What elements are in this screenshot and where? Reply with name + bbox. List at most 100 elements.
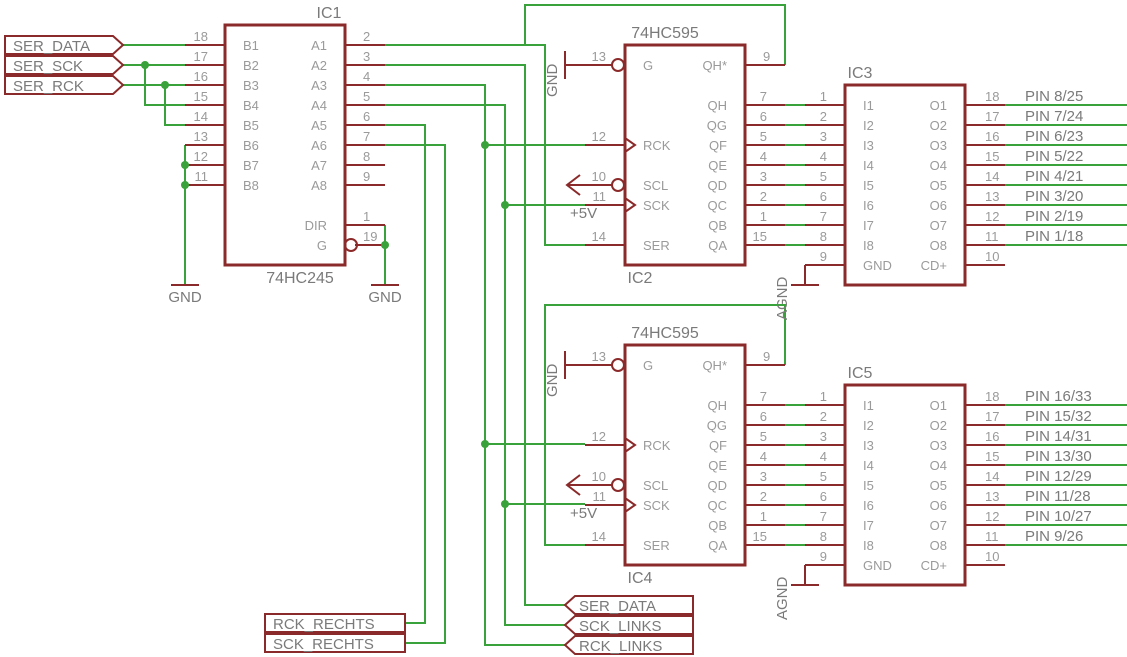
ic5-pinnum-gnd: 9 bbox=[820, 549, 827, 564]
ic4-pinname-rck: RCK bbox=[643, 438, 671, 453]
ic1-pinnum-2: 2 bbox=[363, 29, 370, 44]
ic2-pinnum-3: 3 bbox=[760, 169, 767, 184]
ic3-pinnum-6: 6 bbox=[820, 189, 827, 204]
ic5-ref: IC5 bbox=[848, 365, 873, 382]
ic3-pinnum-18: 18 bbox=[985, 89, 999, 104]
ic1-pinnum-18: 18 bbox=[194, 29, 208, 44]
junction-dot bbox=[181, 161, 189, 169]
ic5-pinname-O3: O3 bbox=[930, 438, 947, 453]
ic1-pinname-dir: DIR bbox=[305, 218, 327, 233]
ic1-pinname-A4: A4 bbox=[311, 98, 327, 113]
ic2-sck-clock bbox=[624, 197, 637, 213]
ic4-g-bubble bbox=[611, 358, 625, 372]
junction-dot bbox=[501, 201, 509, 209]
flag-ser-data-label: SER_DATA bbox=[13, 38, 90, 55]
ic2-pinnum-4: 4 bbox=[760, 149, 767, 164]
ic5-pinnum-5: 5 bbox=[820, 469, 827, 484]
ic4-pinnum-ser: 14 bbox=[592, 529, 606, 544]
ic5-out-label-1: PIN 15/32 bbox=[1025, 408, 1092, 425]
ic3-pinnum-4: 4 bbox=[820, 149, 827, 164]
ic1-pinnum-15: 15 bbox=[194, 89, 208, 104]
junction-dot bbox=[481, 141, 489, 149]
ic5-pinnum-15: 15 bbox=[985, 449, 999, 464]
ic4-pinname-sck: SCK bbox=[643, 498, 670, 513]
ic1-pinnum-dir: 1 bbox=[363, 209, 370, 224]
ic3-pinnum-5: 5 bbox=[820, 169, 827, 184]
ic2-pinnum-scl: 10 bbox=[592, 169, 606, 184]
ic2-pinname-QA: QA bbox=[708, 238, 727, 253]
ic2-pinnum-15: 15 bbox=[753, 229, 767, 244]
ic3-pinnum-11: 11 bbox=[985, 229, 999, 244]
ic2-pinname-QH: QH bbox=[708, 98, 728, 113]
ic3-out-label-1: PIN 7/24 bbox=[1025, 108, 1083, 125]
ic5-pinname-I3: I3 bbox=[863, 438, 874, 453]
ic4-pinname-QH: QH bbox=[708, 398, 728, 413]
a6-wire bbox=[385, 144, 446, 644]
ic5-pinnum-4: 4 bbox=[820, 449, 827, 464]
ic4-pinname-QA: QA bbox=[708, 538, 727, 553]
ic3-agnd-label: AGND bbox=[774, 276, 791, 320]
ic1-pinnum-17: 17 bbox=[194, 49, 208, 64]
ic4-pinnum-3: 3 bbox=[760, 469, 767, 484]
flag-ser-sck-label: SER_SCK bbox=[13, 58, 83, 75]
ic5-pinnum-18: 18 bbox=[985, 389, 999, 404]
junction-dot bbox=[501, 500, 509, 508]
ic3-pinname-I8: I8 bbox=[863, 238, 874, 253]
ic1-pinname-g: G bbox=[317, 238, 327, 253]
ic2-pinname-qhs: QH* bbox=[702, 58, 727, 73]
ic5-out-label-4: PIN 12/29 bbox=[1025, 468, 1092, 485]
ic2-pinname-QC: QC bbox=[708, 198, 728, 213]
ic5-pinname-I6: I6 bbox=[863, 498, 874, 513]
ic5-pinnum-13: 13 bbox=[985, 489, 999, 504]
ic5-pinnum-cd: 10 bbox=[985, 549, 999, 564]
ic1-value: 74HC245 bbox=[266, 270, 334, 287]
flag-ser-data bbox=[4, 35, 125, 55]
ic3-pinnum-16: 16 bbox=[985, 129, 999, 144]
ic1-pinnum-7: 7 bbox=[363, 129, 370, 144]
ic1-pinname-B2: B2 bbox=[243, 58, 259, 73]
ic4-pinnum-15: 15 bbox=[753, 529, 767, 544]
ic2-g-bubble bbox=[611, 58, 625, 72]
ic3-pinname-O5: O5 bbox=[930, 178, 947, 193]
ic5-pinnum-8: 8 bbox=[820, 529, 827, 544]
ic2-pinnum-7: 7 bbox=[760, 89, 767, 104]
flag-sck-rechts bbox=[264, 633, 406, 653]
ic1-pinnum-13: 13 bbox=[194, 129, 208, 144]
ic1-pinnum-16: 16 bbox=[194, 69, 208, 84]
ic3-pinname-O7: O7 bbox=[930, 218, 947, 233]
ic3-pinname-I4: I4 bbox=[863, 158, 874, 173]
ic3-out-label-0: PIN 8/25 bbox=[1025, 88, 1083, 105]
ic2-pinname-g: G bbox=[643, 58, 653, 73]
ic4-pinnum-6: 6 bbox=[760, 409, 767, 424]
ic5-pinname-I1: I1 bbox=[863, 398, 874, 413]
ic2-rck-clock bbox=[624, 137, 637, 153]
ser-sck-b4 bbox=[144, 65, 185, 106]
ic4-pinnum-5: 5 bbox=[760, 429, 767, 444]
ic5-pinname-O4: O4 bbox=[930, 458, 947, 473]
flag-ser-data-out-label: SER_DATA bbox=[579, 598, 656, 615]
ic3-pinname-I6: I6 bbox=[863, 198, 874, 213]
ic5-out-label-5: PIN 11/28 bbox=[1025, 488, 1091, 505]
ic4-gnd-label: GND bbox=[544, 364, 561, 398]
ic1-pinnum-14: 14 bbox=[194, 109, 208, 124]
ic4-pinname-QB: QB bbox=[708, 518, 727, 533]
flag-ser-rck-label: SER_RCK bbox=[13, 78, 84, 95]
flag-rck-links bbox=[563, 635, 694, 655]
ic1-pinname-B5: B5 bbox=[243, 118, 259, 133]
ic3-pinnum-gnd: 9 bbox=[820, 249, 827, 264]
flag-sck-rechts-label: SCK_RECHTS bbox=[273, 636, 374, 653]
ic3-ref: IC3 bbox=[848, 65, 873, 82]
ic4-pinnum-sck: 11 bbox=[593, 489, 607, 504]
ic4-pinnum-2: 2 bbox=[760, 489, 767, 504]
ic3-pinname-O4: O4 bbox=[930, 158, 947, 173]
ic4-pinnum-4: 4 bbox=[760, 449, 767, 464]
ic5-out-label-3: PIN 13/30 bbox=[1025, 448, 1092, 465]
ic1-pinnum-9: 9 bbox=[363, 169, 370, 184]
ic2-body bbox=[623, 43, 747, 267]
ic4-pinname-QF: QF bbox=[709, 438, 727, 453]
ic5-pinname-O8: O8 bbox=[930, 538, 947, 553]
ic3-pinname-I1: I1 bbox=[863, 98, 874, 113]
ic5-pinnum-2: 2 bbox=[820, 409, 827, 424]
qhs-top-loop bbox=[524, 4, 786, 65]
ic4-pinnum-g: 13 bbox=[592, 349, 606, 364]
